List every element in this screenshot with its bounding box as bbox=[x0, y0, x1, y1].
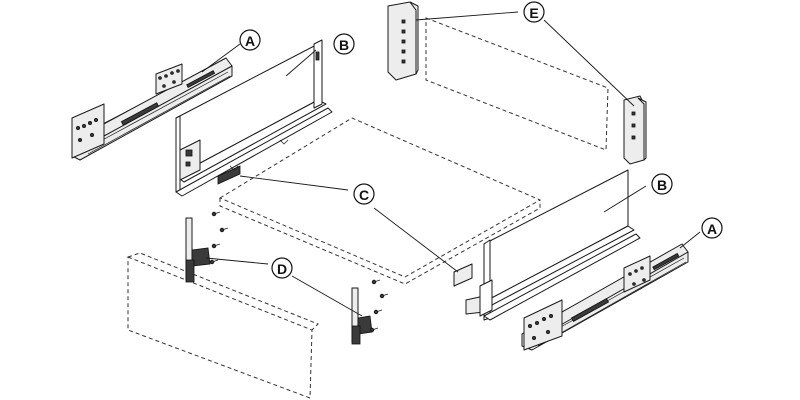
callout-a-bottom: A bbox=[701, 217, 723, 239]
callout-c: C bbox=[353, 183, 375, 205]
svg-text:C: C bbox=[359, 187, 369, 203]
svg-text:E: E bbox=[529, 5, 538, 21]
side-profile-right bbox=[465, 169, 641, 321]
svg-text:B: B bbox=[657, 177, 667, 193]
bottom-panel bbox=[218, 117, 542, 285]
back-bracket-right bbox=[623, 95, 647, 165]
svg-text:D: D bbox=[277, 261, 287, 277]
svg-text:A: A bbox=[707, 221, 717, 237]
drawer-bottom-connector bbox=[453, 263, 473, 287]
back-panel bbox=[425, 17, 609, 151]
svg-text:A: A bbox=[245, 33, 255, 49]
callout-d: D bbox=[271, 257, 293, 279]
leader-lines bbox=[201, 11, 701, 317]
front-bracket-right bbox=[351, 287, 373, 345]
callout-b-left: B bbox=[333, 33, 355, 55]
runner-left bbox=[71, 57, 233, 161]
screws bbox=[209, 211, 389, 333]
runner-right bbox=[521, 243, 689, 351]
callout-a-top: A bbox=[239, 29, 261, 51]
front-panel bbox=[127, 252, 319, 399]
side-profile-left bbox=[175, 39, 333, 197]
front-bracket-left bbox=[185, 217, 211, 283]
callout-b-right: B bbox=[651, 173, 673, 195]
back-bracket-left bbox=[387, 1, 419, 81]
svg-text:B: B bbox=[339, 37, 349, 53]
callout-e: E bbox=[523, 1, 545, 23]
